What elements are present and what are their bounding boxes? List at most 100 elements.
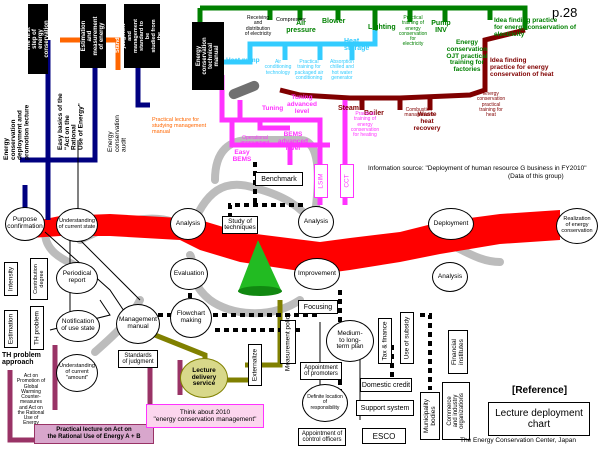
heat-storage-label: Heat storage [344,38,370,53]
tax-label: Tax & finance [381,321,389,361]
tech-manual-box: Energy conservation technical manual [192,22,224,90]
estimation-label: Estimation and measurement of energy [81,16,105,56]
periodical-node: Periodical report [56,262,98,294]
cone-shape [238,240,282,292]
evaluation-label: Evaluation [173,269,205,277]
benchmark-box: Benchmark [255,172,303,186]
commerce-label: Commerce and industry organizations [447,393,465,429]
credit-label: The Energy Conservation Center, Japan [460,437,576,444]
realization-label: Realization of energy conservation [561,216,593,234]
idea-electricity-label: Idea finding practice for energy conserv… [494,17,576,38]
periodical-label: Periodical report [62,270,92,284]
cone-base [238,286,282,296]
estimation-box: Estimation and measurement of energy [80,4,106,68]
esco-label: ESCO [372,431,396,441]
understanding-amount-label: Understanding of current "amount" [59,363,95,381]
domestic-credit-label: Domestic credit [361,381,411,389]
support-label: Support system [360,404,410,412]
standards-box: Standards of judgment and management sta… [115,4,169,68]
purpose-node: Purpose confirmation [5,207,45,241]
flowchart-node: Flowchart making [170,298,212,338]
medium-plan-label: Medium- to long- term plan [336,329,364,351]
red-main-flow [30,210,560,274]
management-manual-node: Management manual [116,304,160,344]
benchmark-label: Benchmark [261,175,297,183]
financial-label: Financial institutes [451,338,465,366]
easy-bems-label: Easy BEMS [232,149,252,163]
commerce-box: Commerce and industry organizations [442,382,470,440]
use-subsidy-box: Use of subsidy [400,312,414,364]
first-step-label: The first step of energy conservation [26,20,50,58]
th-problem-box: TH problem [30,306,44,350]
cct-label: CCT [343,174,351,188]
appointment-promoters-box: Appointment of promoters [300,362,342,380]
flowchart-label: Flowchart making [176,310,206,324]
lsim-label: LSIM [317,173,325,189]
analysis-2-label: Analysis [303,217,329,225]
air-conditioning-label: Air conditioning technology [264,59,292,76]
analysis-1-label: Analysis [175,219,201,227]
practical-act-box: Practical lecture on Act on the Rational… [34,424,154,444]
bems-advanced-label: BEMS advanced level [278,131,308,152]
boiler-label: Boiler [364,110,384,117]
deployment-label: Deployment [433,219,469,227]
use-subsidy-label: Use of subsidy [403,316,411,360]
pump-label: Pump INV [431,20,451,35]
tuning-advanced-label: Tuning advanced level [287,94,317,115]
analysis-1-node: Analysis [170,208,206,240]
blower-label: Blower [322,18,346,25]
study-techniques-label: Study of techniques [224,217,256,231]
cyan-route [222,30,378,65]
steam-label: Steam [338,105,360,112]
cct-box: CCT [340,164,354,198]
analysis-3-node: Analysis [432,262,468,292]
chart-title-box: Lecture deployment chart [488,402,590,436]
measurement-policy-label: Measurement policy [284,312,292,372]
appointment-control-label: Appointment of control officers [301,431,343,443]
compressor-label: Compressor [276,17,306,23]
domestic-credit-box: Domestic credit [360,378,412,392]
lsim-box: LSIM [314,164,328,198]
source-note-line2: (Data of this group) [508,173,564,180]
medium-plan-node: Medium- to long- term plan [326,320,374,362]
intensity-box: Intensity [4,262,18,296]
esco-box: ESCO [362,428,406,444]
tuning-label: Tuning [262,105,284,112]
study-techniques-box: Study of techniques [222,216,258,234]
page-number: p.28 [552,5,578,20]
air-pressure-label: Air pressure [286,20,316,35]
tech-manual-label: Energy conservation technical manual [196,37,220,75]
definition-node: Definite location of responsibility [302,384,348,422]
financial-box: Financial institutes [448,330,468,374]
appointment-promoters-label: Appointment of promoters [304,365,338,377]
contribution-box: Contribution degree [30,258,48,300]
standards-judgment-box: Standards of judgment [118,350,158,368]
municipality-box: Municipality bodies [420,392,440,440]
magenta-route [219,75,348,205]
externalize-box: Externalize [248,344,262,386]
intensity-label: Intensity [7,266,15,292]
receiving-label: Receiving and distribution of electricit… [244,15,272,37]
practical-training-electricity-label: Practical training of energy conservatio… [398,15,428,48]
delivery-label: Lecture delivery service [191,366,217,388]
chart-title-label: Lecture deployment chart [495,407,583,431]
think-label: Think about 2010 "energy conservation ma… [153,408,257,423]
source-note-line1: Information source: "Deployment of human… [368,165,587,172]
externalize-label: Externalize [251,348,259,382]
heat-practical-label: Practical training of energy conservatio… [350,111,380,138]
improvement-node: Improvement [294,258,340,290]
tax-box: Tax & finance [378,318,392,364]
improvement-label: Improvement [298,269,336,277]
understanding-current-node: Understanding of current state [56,208,98,242]
waste-heat-label: Waste heat recovery [413,111,441,132]
understanding-amount-node: Understanding of current "amount" [56,354,98,392]
estimation-side-box: Estimation [4,310,18,348]
lighting-label: Lighting [368,24,396,31]
think-box: Think about 2010 "energy conservation ma… [146,404,264,428]
th-problem-label: TH problem [33,311,41,345]
contribution-label: Contribution degree [33,264,45,294]
deployment-node: Deployment [428,208,474,240]
combustion-label: Combustion management [404,107,434,119]
promotion-lecture-label: Energy conservation deployment and promo… [3,104,31,160]
